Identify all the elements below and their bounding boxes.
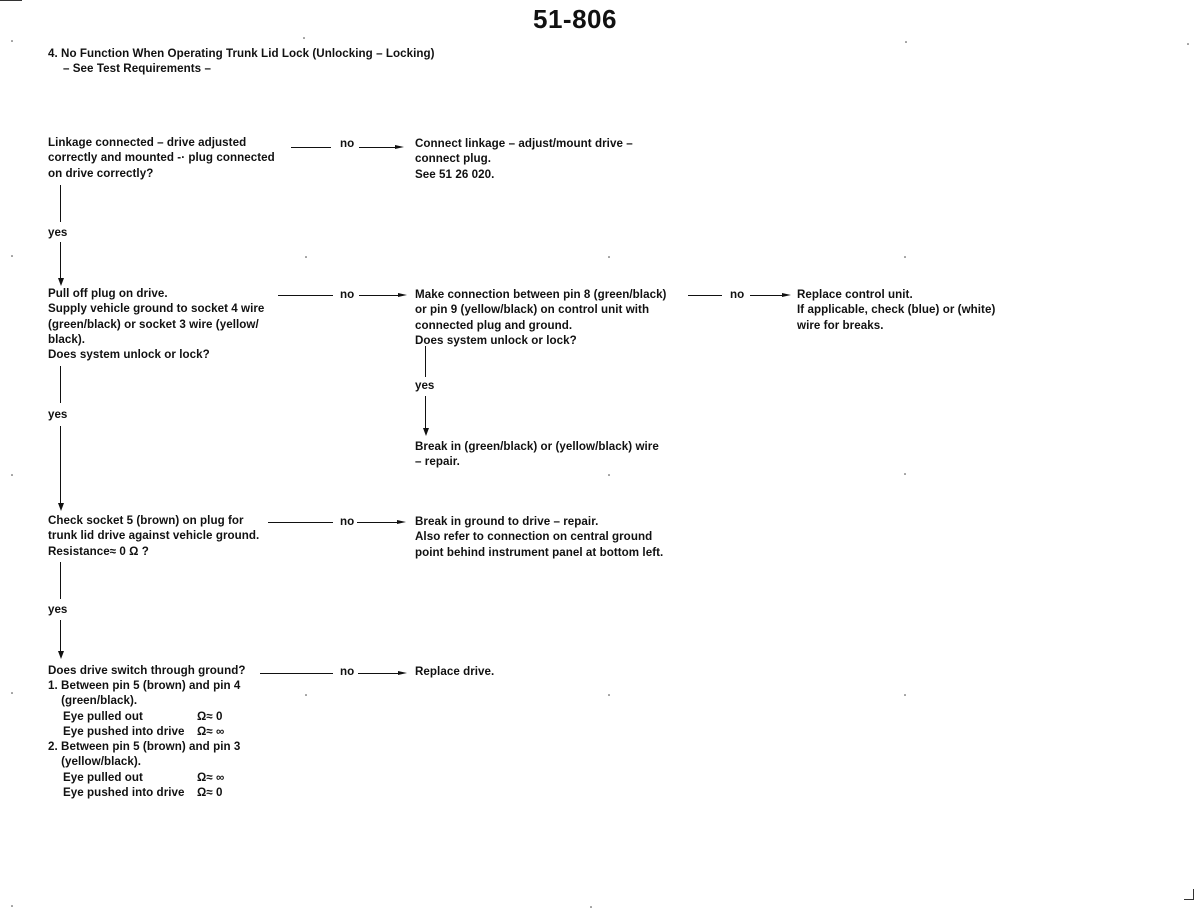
check-1-value-2: Ω≈ ∞ bbox=[197, 725, 225, 738]
scan-dot bbox=[904, 694, 906, 696]
step-1-question: Linkage connected – drive adjusted corre… bbox=[48, 136, 275, 180]
step-1-action-no: Connect linkage – adjust/mount drive – c… bbox=[415, 137, 633, 181]
scan-dot bbox=[305, 694, 307, 696]
arrow-right-icon bbox=[395, 145, 404, 149]
yes-label: yes bbox=[48, 408, 68, 421]
scan-dot bbox=[590, 906, 592, 908]
step-4-question: Does drive switch through ground? bbox=[48, 664, 246, 677]
no-label: no bbox=[340, 665, 355, 678]
scan-dot bbox=[305, 256, 307, 258]
no-arrow-line bbox=[357, 522, 397, 524]
yes-arrow-line bbox=[425, 396, 427, 429]
scan-dot bbox=[905, 41, 907, 43]
no-label: no bbox=[340, 288, 355, 301]
no-connector-line bbox=[260, 673, 333, 675]
step-2-question: Pull off plug on drive. Supply vehicle g… bbox=[48, 287, 265, 362]
check-2-state-1: Eye pulled out bbox=[63, 771, 143, 784]
arrow-right-icon bbox=[397, 520, 406, 524]
check-1-state-1: Eye pulled out bbox=[63, 710, 143, 723]
check-2-value-2: Ω≈ 0 bbox=[197, 786, 223, 799]
no-arrow-line bbox=[358, 673, 398, 675]
page-number: 51-806 bbox=[533, 4, 617, 34]
step-2-sub-action-no: Replace control unit. If applicable, che… bbox=[797, 288, 996, 332]
no-connector-line bbox=[291, 147, 331, 149]
section-heading: 4. No Function When Operating Trunk Lid … bbox=[48, 47, 435, 60]
scan-dot bbox=[11, 255, 13, 257]
scan-dot bbox=[904, 473, 906, 475]
yes-connector-line bbox=[60, 562, 62, 599]
scan-dot bbox=[608, 256, 610, 258]
no-arrow-line bbox=[359, 147, 395, 149]
no-connector-line bbox=[268, 522, 333, 524]
yes-arrow-line bbox=[60, 620, 62, 652]
scan-dot bbox=[11, 474, 13, 476]
step-3-question: Check socket 5 (brown) on plug for trunk… bbox=[48, 514, 260, 558]
arrow-down-icon bbox=[422, 428, 429, 436]
step-2-sub-action-yes: Break in (green/black) or (yellow/black)… bbox=[415, 440, 659, 469]
corner-mark-top-left bbox=[0, 0, 22, 2]
no-arrow-line bbox=[750, 295, 782, 297]
no-connector-line bbox=[688, 295, 722, 297]
yes-label: yes bbox=[48, 603, 68, 616]
yes-arrow-line bbox=[60, 242, 62, 279]
step-3-action-no: Break in ground to drive – repair. Also … bbox=[415, 515, 664, 559]
section-subheading: – See Test Requirements – bbox=[63, 62, 211, 75]
arrow-down-icon bbox=[57, 278, 64, 286]
no-label: no bbox=[340, 137, 355, 150]
no-label: no bbox=[730, 288, 745, 301]
no-connector-line bbox=[278, 295, 333, 297]
step-2-action-no: Make connection between pin 8 (green/bla… bbox=[415, 288, 667, 347]
arrow-down-icon bbox=[57, 651, 64, 659]
scan-dot bbox=[11, 905, 13, 907]
check-1-title: 1. Between pin 5 (brown) and pin 4 (gree… bbox=[48, 679, 241, 708]
yes-connector-line bbox=[60, 366, 62, 403]
scan-dot bbox=[904, 256, 906, 258]
yes-connector-line bbox=[60, 185, 62, 222]
corner-mark-bottom-right bbox=[1193, 889, 1195, 900]
check-2-value-1: Ω≈ ∞ bbox=[197, 771, 225, 784]
yes-connector-line bbox=[425, 346, 427, 377]
scan-dot bbox=[11, 692, 13, 694]
arrow-right-icon bbox=[398, 671, 407, 675]
check-2-state-2: Eye pushed into drive bbox=[63, 786, 185, 799]
check-2-title: 2. Between pin 5 (brown) and pin 3 (yell… bbox=[48, 740, 241, 769]
no-arrow-line bbox=[359, 295, 399, 297]
scan-dot bbox=[608, 694, 610, 696]
yes-label: yes bbox=[415, 379, 435, 392]
arrow-right-icon bbox=[782, 293, 791, 297]
yes-arrow-line bbox=[60, 426, 62, 504]
corner-mark-bottom-right-foot bbox=[1184, 899, 1194, 901]
step-4-action-no: Replace drive. bbox=[415, 665, 495, 678]
scan-dot bbox=[11, 40, 13, 42]
yes-label: yes bbox=[48, 226, 68, 239]
scan-dot bbox=[303, 37, 305, 39]
scan-dot bbox=[608, 474, 610, 476]
scan-dot bbox=[1187, 43, 1189, 45]
no-label: no bbox=[340, 515, 355, 528]
arrow-right-icon bbox=[398, 293, 407, 297]
arrow-down-icon bbox=[57, 503, 64, 511]
check-1-value-1: Ω≈ 0 bbox=[197, 710, 223, 723]
check-1-state-2: Eye pushed into drive bbox=[63, 725, 185, 738]
